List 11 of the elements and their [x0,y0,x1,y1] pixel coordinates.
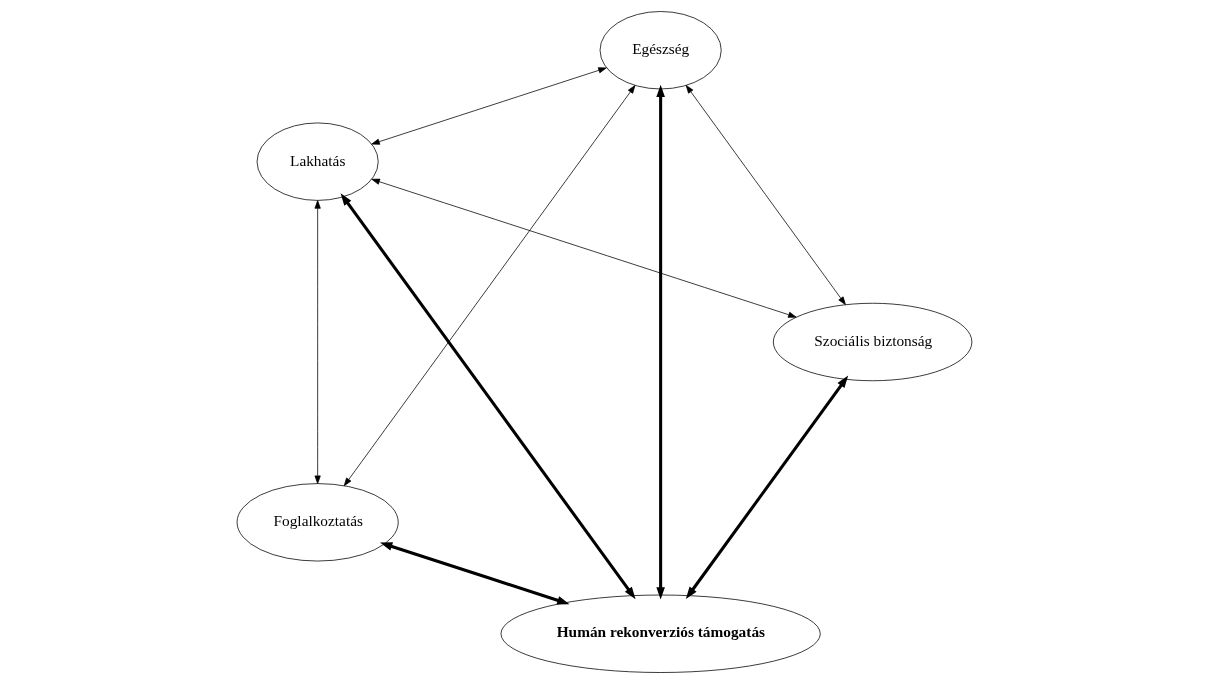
node-ellipse: Szociális biztonság [772,302,973,382]
arrow [371,67,607,145]
arrow [343,85,636,487]
arrow [371,178,797,318]
node-ellipse: Foglalkoztatás [236,483,399,562]
arrow [685,85,846,305]
arrow [656,84,665,600]
arrow [380,542,570,605]
arrow [685,375,849,600]
arrow [340,193,636,600]
arrow [314,200,321,484]
